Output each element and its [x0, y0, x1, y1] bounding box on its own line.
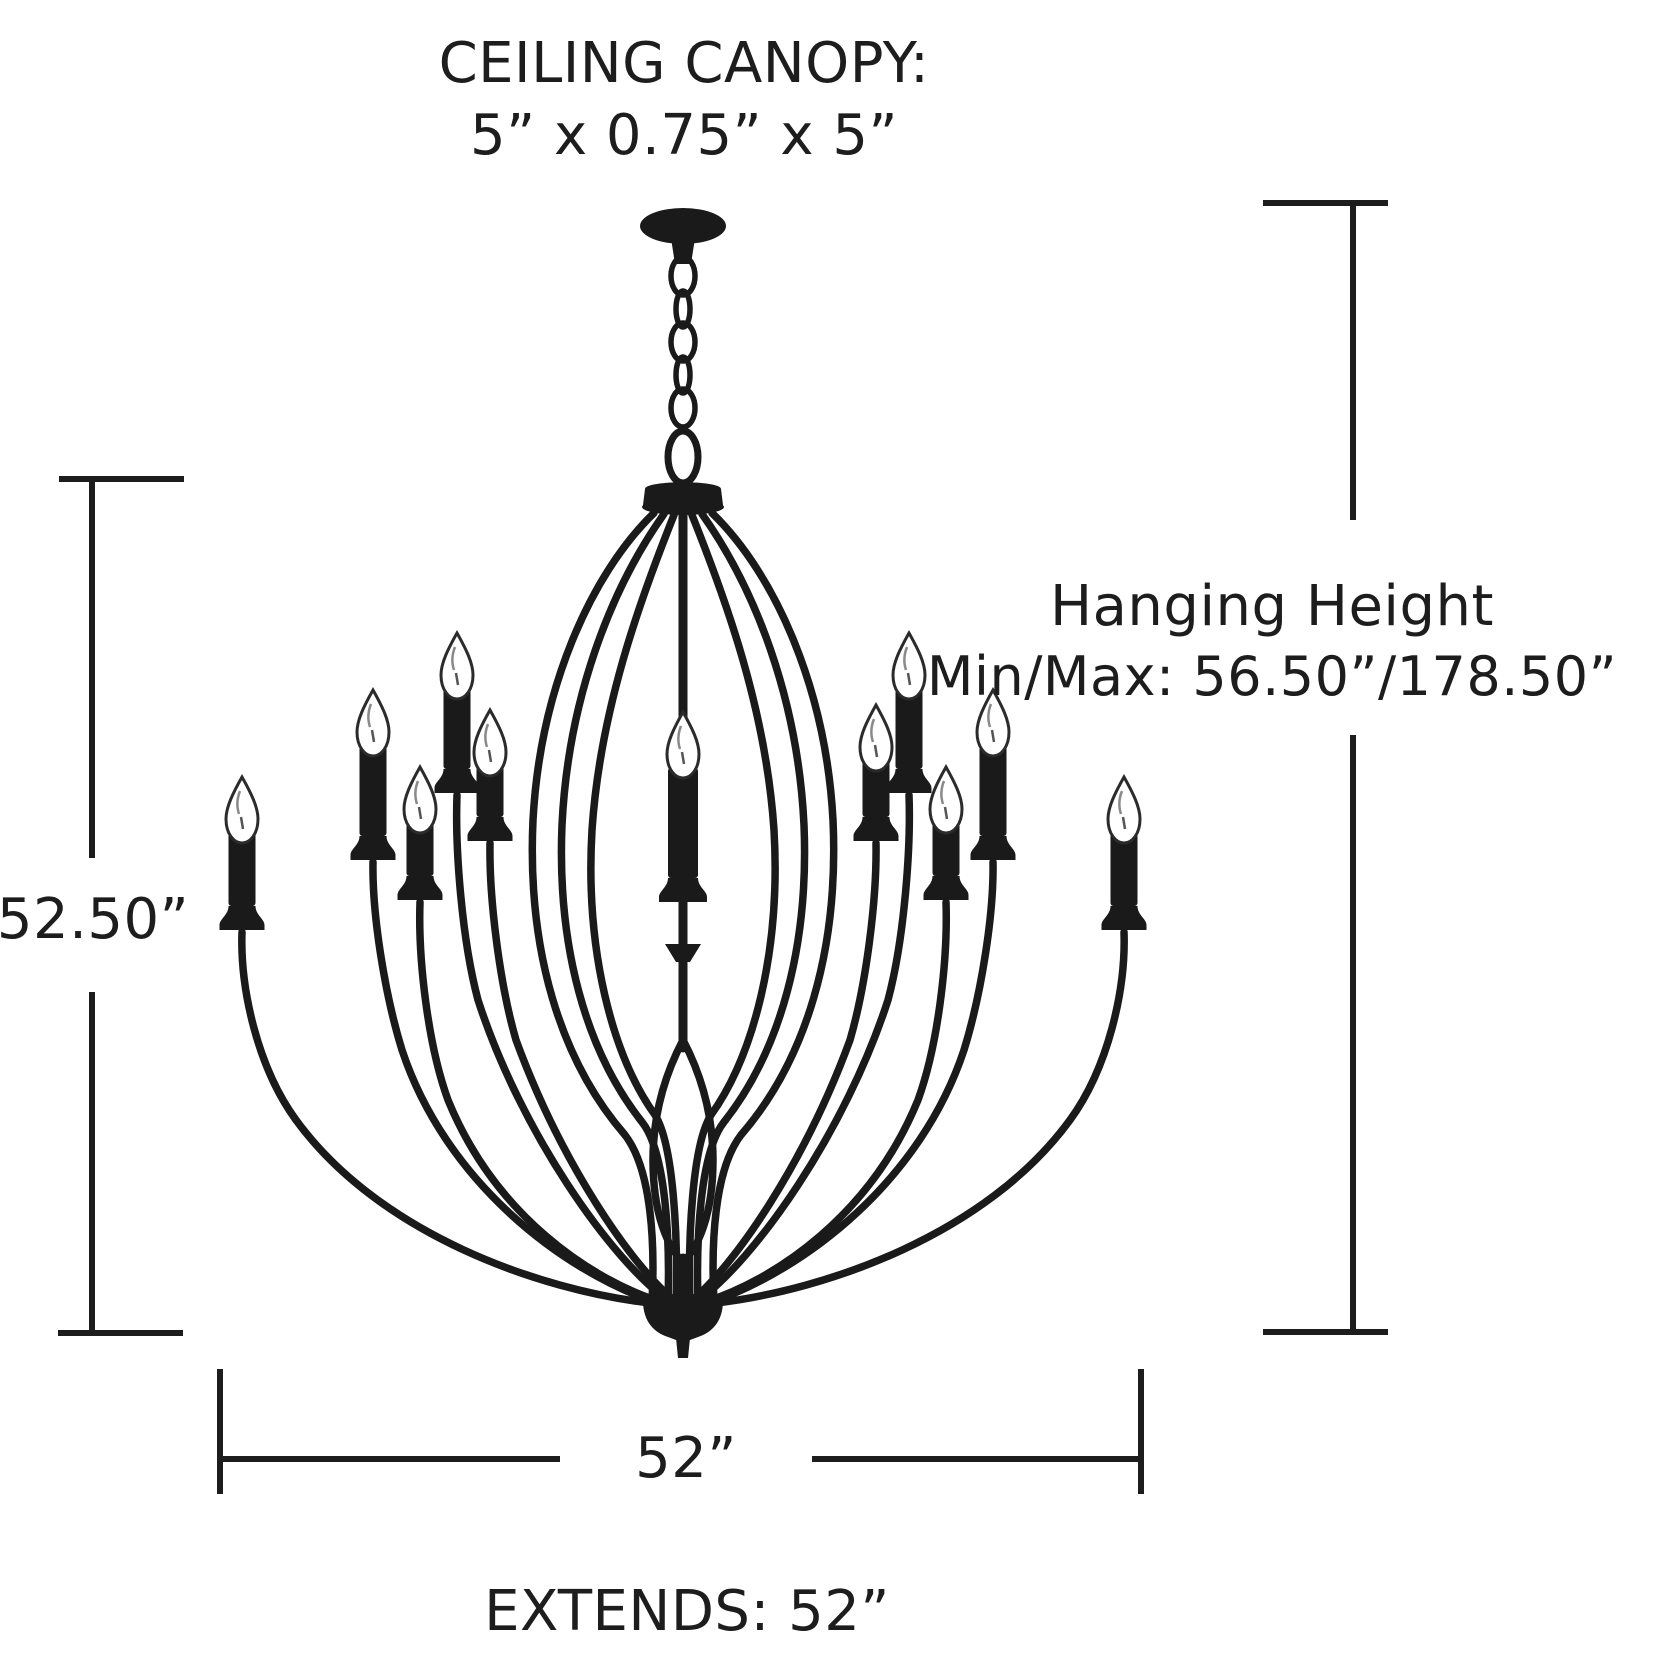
bottom-collector: [643, 1294, 723, 1358]
candle: [659, 708, 707, 902]
dimension-lines: [58, 200, 1388, 1494]
column-collar: [665, 944, 701, 962]
suspension-ring: [664, 427, 702, 487]
candle: [219, 773, 265, 930]
top-hub: [642, 482, 724, 515]
candle: [853, 701, 899, 841]
hanging-height-title: Hanging Height: [1050, 574, 1494, 639]
candle: [886, 629, 932, 793]
extends-label: EXTENDS: 52”: [484, 1579, 890, 1644]
height-dimension-line: [58, 476, 184, 1336]
candle: [970, 686, 1016, 860]
decorative-loop: [649, 1036, 717, 1268]
candle: [397, 763, 443, 900]
fixture-width-label: 52”: [635, 1426, 737, 1491]
solid-parts: [640, 208, 726, 1358]
ceiling-canopy-label: CEILING CANOPY: 5” x 0.75” x 5”: [439, 28, 930, 172]
candle: [467, 706, 513, 841]
frame-side-rods: [238, 509, 681, 1307]
candle: [434, 629, 480, 793]
hanging-chain: [664, 254, 702, 487]
ceiling-canopy-dimensions: 5” x 0.75” x 5”: [470, 103, 898, 168]
hanging-height-dimension-line: [1263, 200, 1388, 1335]
candle: [923, 763, 969, 900]
hanging-height-label: Hanging Height Min/Max: 56.50”/178.50”: [927, 572, 1617, 712]
candle: [350, 686, 396, 860]
ceiling-canopy-title: CEILING CANOPY:: [438, 31, 930, 96]
hanging-height-value: Min/Max: 56.50”/178.50”: [926, 645, 1618, 708]
candles: [219, 629, 1147, 930]
candle: [1101, 773, 1147, 930]
width-dimension-line: [217, 1369, 1144, 1494]
fixture-height-label: 52.50”: [0, 887, 190, 952]
